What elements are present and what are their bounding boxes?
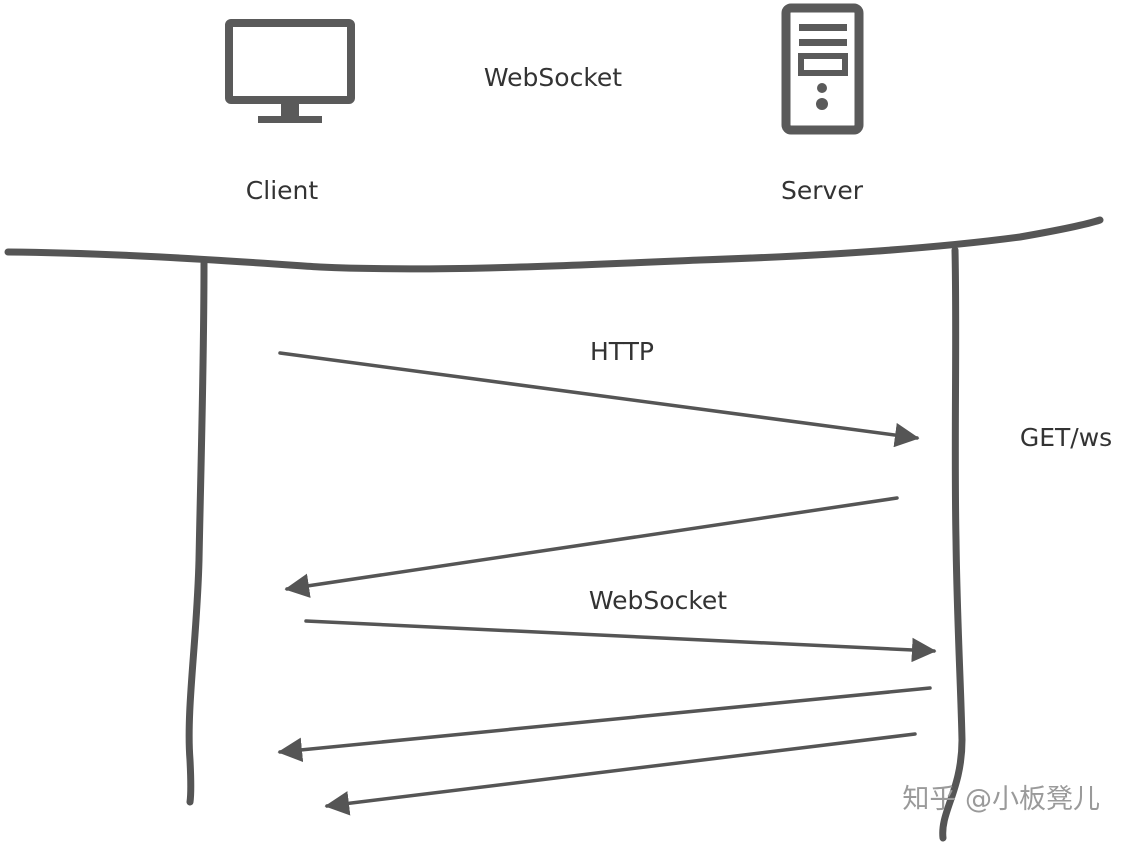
client-lifeline bbox=[185, 259, 208, 806]
client-label: Client bbox=[246, 176, 319, 205]
diagram-title: WebSocket bbox=[484, 63, 622, 92]
monitor-icon bbox=[225, 19, 355, 123]
message-label-http: HTTP bbox=[590, 337, 654, 366]
message-arrow-response bbox=[284, 496, 899, 598]
server-label: Server bbox=[781, 176, 864, 205]
server-tower-icon bbox=[781, 3, 864, 135]
watermark-text: 知乎 @小板凳儿 bbox=[902, 784, 1100, 815]
header-divider-line bbox=[4, 216, 1104, 273]
message-arrow-http bbox=[278, 351, 920, 448]
message-arrow-server-push-1 bbox=[277, 686, 932, 763]
server-lifeline bbox=[939, 246, 966, 842]
message-label-websocket: WebSocket bbox=[589, 586, 727, 615]
message-arrow-websocket bbox=[304, 619, 937, 663]
side-note-get-ws: GET/ws bbox=[1020, 423, 1112, 452]
message-arrow-server-push-2 bbox=[324, 732, 917, 816]
